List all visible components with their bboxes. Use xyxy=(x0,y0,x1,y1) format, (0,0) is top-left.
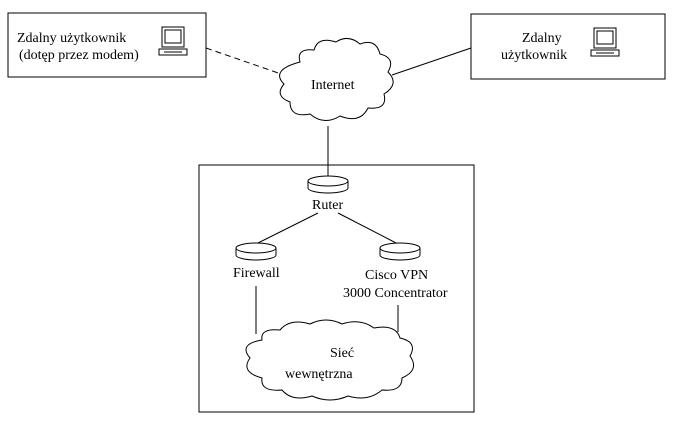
internal-network-label-1: Sieć xyxy=(330,346,354,361)
firewall-node: Firewall xyxy=(233,242,280,281)
remote-user-box xyxy=(470,13,666,80)
remote-user-link xyxy=(391,47,472,76)
vpn-node: Cisco VPN 3000 Concentrator xyxy=(343,242,448,301)
remote-user-label-2: użytkownik xyxy=(501,48,567,63)
remote-user-label-1: Zdalny xyxy=(522,31,562,46)
remote-user-modem-box xyxy=(7,12,207,78)
internal-network-label-2: wewnętrzna xyxy=(285,367,353,382)
router-firewall-link xyxy=(255,212,319,245)
router-label: Ruter xyxy=(312,198,343,213)
vpn-label-2: 3000 Concentrator xyxy=(343,286,448,301)
internet-label: Internet xyxy=(311,78,355,93)
router-vpn-link xyxy=(337,212,399,245)
remote-user-modem-label-1: Zdalny użytkownik xyxy=(17,31,126,46)
internet-cloud: Internet xyxy=(279,38,394,121)
internal-site-box xyxy=(198,164,475,413)
vpn-label-1: Cisco VPN xyxy=(365,268,428,283)
remote-user-node: Zdalny użytkownik xyxy=(470,13,666,80)
modem-dialup-link xyxy=(205,47,285,76)
remote-user-modem-node: Zdalny użytkownik (dotęp przez modem) xyxy=(7,12,207,78)
computer-icon xyxy=(590,27,620,57)
firewall-icon xyxy=(235,242,277,261)
internal-network-cloud: Sieć wewnętrzna xyxy=(245,319,415,401)
remote-user-modem-label-2: (dotęp przez modem) xyxy=(19,48,139,63)
router-node: Ruter xyxy=(307,175,349,213)
router-icon xyxy=(307,175,349,194)
vpn-concentrator-icon xyxy=(379,242,421,261)
computer-icon xyxy=(158,26,188,56)
firewall-label: Firewall xyxy=(233,266,280,281)
